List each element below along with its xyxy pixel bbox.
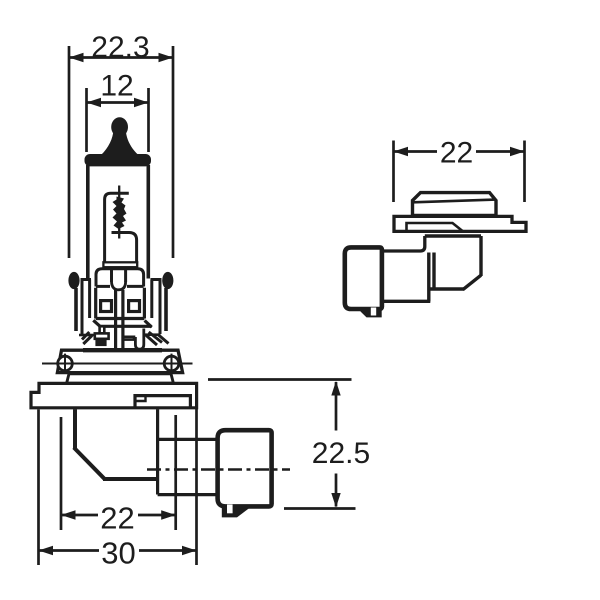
flange-step <box>64 372 176 385</box>
mounting-flange <box>42 348 193 375</box>
dim-side-flange-width-label: 22 <box>440 137 473 170</box>
base-body <box>92 287 153 349</box>
connector-plug <box>215 427 274 518</box>
side-connector-block <box>424 234 483 302</box>
dim-flange-width <box>59 415 178 530</box>
side-plug-tab-notch <box>370 307 377 316</box>
side-neck <box>381 236 431 303</box>
pinch-seal <box>102 261 139 269</box>
spring-clips <box>68 271 174 331</box>
dim-base-width-label: 30 <box>101 536 135 571</box>
dim-base-width <box>37 408 198 565</box>
bulb-tip <box>84 117 151 167</box>
filament-coil <box>112 196 127 229</box>
front-view: 22.3 12 <box>29 31 370 571</box>
side-view: 22 <box>342 137 528 318</box>
base-plate <box>29 381 199 410</box>
plug-tab <box>221 504 254 518</box>
filament-assembly <box>103 185 139 263</box>
dim-tip-width <box>67 46 175 258</box>
dim-tip-width-label: 22.3 <box>91 31 149 64</box>
dim-glass-diameter-label: 12 <box>100 70 133 103</box>
dim-glass-diameter <box>85 88 150 152</box>
side-flange <box>392 214 528 234</box>
glass-tube <box>86 165 151 279</box>
base-dome <box>94 267 146 292</box>
side-plug <box>342 245 385 318</box>
dim-connector-height <box>208 378 356 510</box>
side-glass <box>410 190 498 218</box>
dim-side-flange-width <box>392 140 526 202</box>
dim-connector-height-label: 22.5 <box>312 437 370 470</box>
dim-flange-width-label: 22 <box>100 501 134 536</box>
plug-tab-notch <box>227 504 233 514</box>
lower-body <box>72 409 218 497</box>
